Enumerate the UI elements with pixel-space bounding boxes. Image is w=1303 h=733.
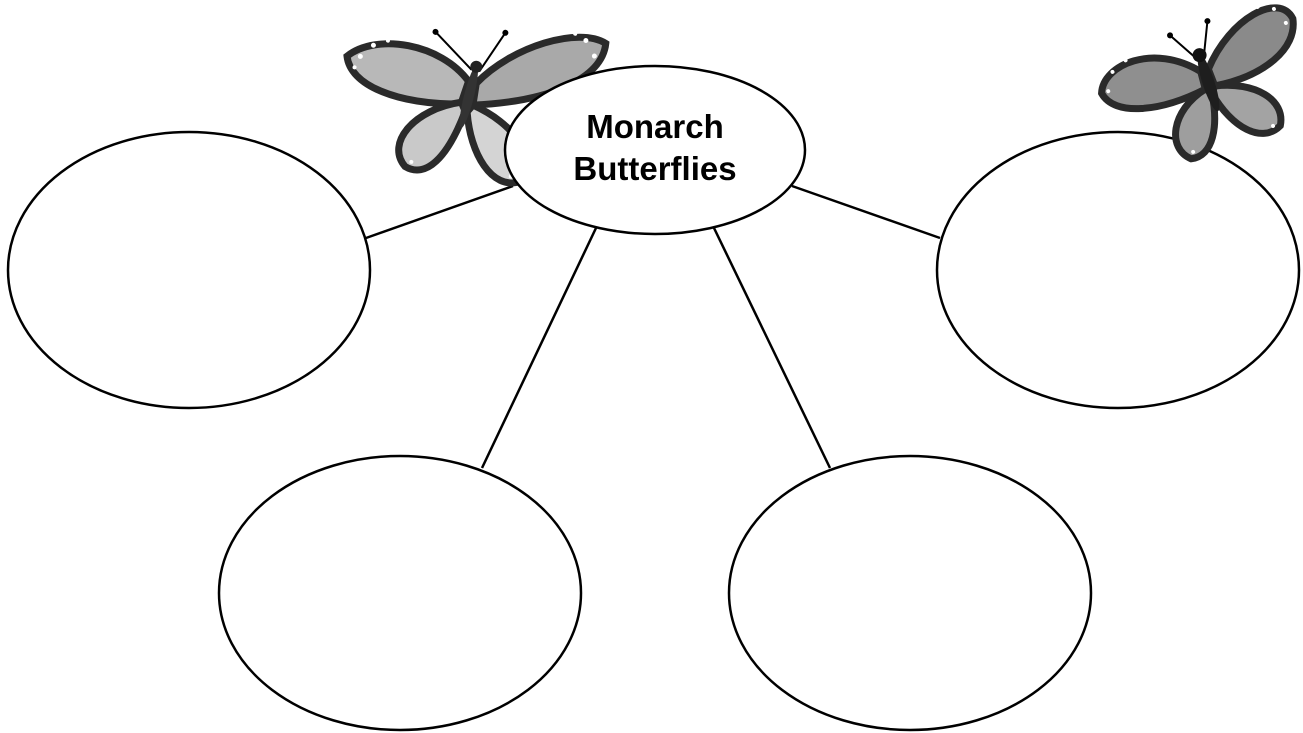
connector-left <box>365 184 514 240</box>
bubble-bottom-left[interactable] <box>217 454 583 732</box>
bubble-right[interactable] <box>935 130 1301 410</box>
connector-bottom-right <box>712 227 832 469</box>
bubble-bottom-right[interactable] <box>727 454 1093 732</box>
connector-lines <box>365 184 941 469</box>
monarch-butterfly-icon <box>1098 4 1297 163</box>
connector-bottom-left <box>480 227 598 469</box>
outer-bubbles <box>6 130 1301 732</box>
center-bubble[interactable] <box>503 64 807 236</box>
center-title-line2: Butterflies <box>573 150 736 187</box>
center-title-line1: Monarch <box>586 108 724 145</box>
connector-right <box>791 184 941 240</box>
bubble-left[interactable] <box>6 130 372 410</box>
